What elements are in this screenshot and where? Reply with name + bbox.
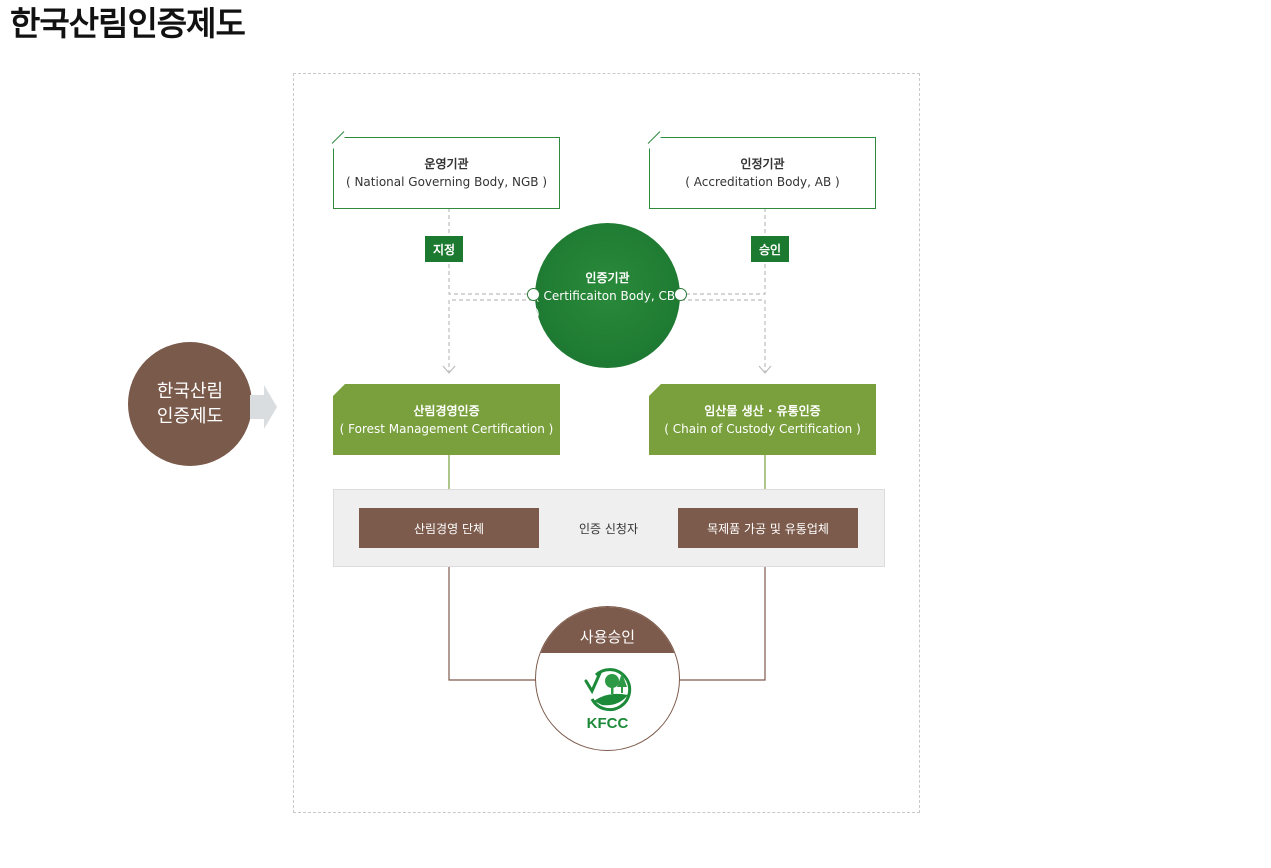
coc-box: 임산물 생산 · 유통인증 ( Chain of Custody Certifi…: [649, 384, 876, 455]
side-title-circle: 한국산림 인증제도: [128, 342, 252, 466]
cb-subtitle: ( Certificaiton Body, CB ): [535, 288, 676, 321]
use-approval-circle: 사용승인 KFCC: [535, 606, 680, 751]
ab-subtitle: ( Accreditation Body, AB ): [685, 175, 840, 189]
kfcc-logo-icon: [584, 668, 632, 712]
side-arrow-icon: [250, 385, 277, 429]
approve-tag: 승인: [751, 236, 789, 262]
cb-right-dot: [674, 288, 687, 301]
applicants-label: 인증 신청자: [578, 522, 638, 536]
side-title-line2: 인증제도: [156, 406, 224, 427]
ngb-box: 운영기관 ( National Governing Body, NGB ): [331, 131, 560, 209]
diagram-frame: [293, 73, 920, 813]
applicant-forest-org: 산림경영 단체: [359, 508, 539, 548]
fm-subtitle: ( Forest Management Certification ): [339, 421, 554, 436]
ab-title: 인정기관: [740, 157, 785, 171]
use-approval-title: 사용승인: [536, 607, 679, 653]
designate-tag: 지정: [425, 236, 463, 262]
ngb-subtitle: ( National Governing Body, NGB ): [345, 175, 548, 189]
ngb-title: 운영기관: [424, 157, 469, 171]
kfcc-logo-text: KFCC: [586, 715, 629, 732]
cb-title: 인증기관: [585, 270, 630, 285]
cb-left-dot: [527, 288, 540, 301]
fm-box: 산림경영인증 ( Forest Management Certification…: [333, 384, 560, 455]
page-title: 한국산림인증제도: [10, 4, 246, 43]
applicant-wood-industry: 목제품 가공 및 유통업체: [678, 508, 858, 548]
coc-title: 임산물 생산 · 유통인증: [704, 403, 821, 418]
fm-title: 산림경영인증: [413, 403, 480, 418]
coc-subtitle: ( Chain of Custody Certification ): [664, 421, 861, 436]
side-title-line1: 한국산림: [156, 381, 224, 402]
ab-box: 인정기관 ( Accreditation Body, AB ): [647, 131, 876, 209]
cb-circle: 인증기관 ( Certificaiton Body, CB ): [535, 223, 680, 368]
